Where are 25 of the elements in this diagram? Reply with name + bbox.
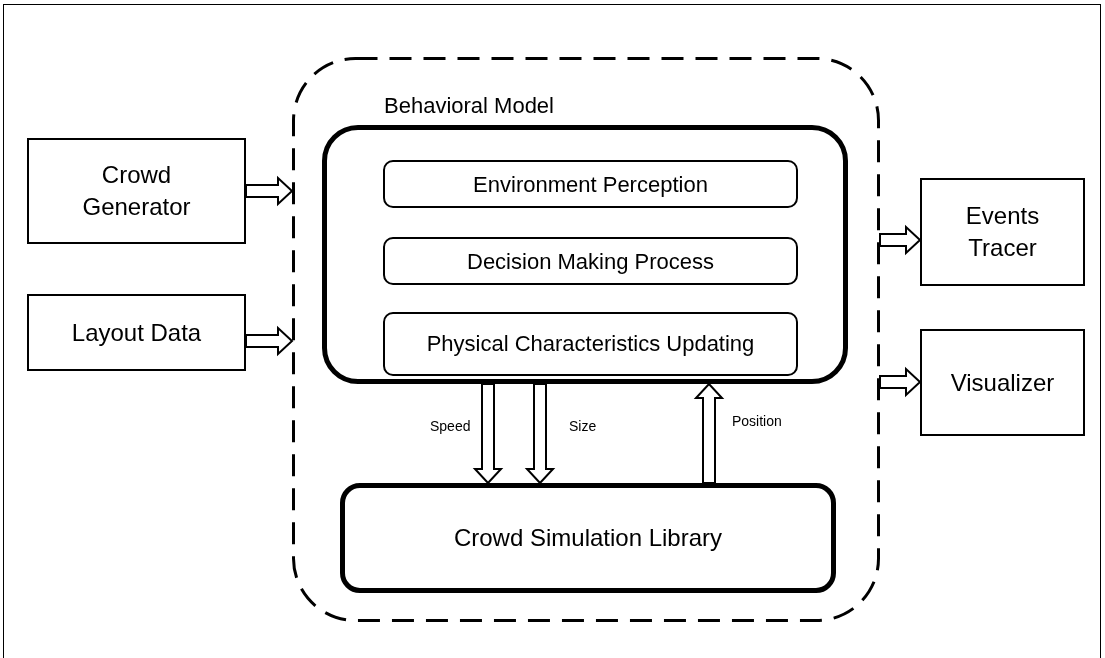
library-box	[340, 483, 836, 593]
block-arrow	[693, 382, 725, 484]
block-arrow	[879, 366, 922, 398]
output-box	[920, 178, 1085, 286]
step-box	[383, 160, 798, 208]
block-arrow	[879, 224, 922, 256]
block-arrow	[245, 175, 294, 207]
group-heading: Behavioral Model	[384, 92, 554, 120]
node-label: Physical Characteristics Updating	[426, 330, 755, 358]
output-box	[920, 329, 1085, 436]
node-label: Decision Making Process	[467, 247, 714, 276]
process-box	[27, 294, 246, 371]
node-label: Layout Data	[71, 317, 202, 348]
block-arrow	[524, 383, 556, 485]
block-arrow	[245, 325, 294, 357]
node-label: Crowd Simulation Library	[453, 523, 723, 553]
node-label: Environment Perception	[473, 170, 708, 199]
step-box	[383, 312, 798, 376]
node-label: Events Tracer	[964, 200, 1041, 263]
block-arrow	[472, 383, 504, 485]
node-label: Crowd Generator	[81, 159, 192, 222]
process-box	[27, 138, 246, 244]
node-label: Visualizer	[950, 367, 1055, 398]
step-box	[383, 237, 798, 285]
rounded-box	[322, 125, 848, 384]
